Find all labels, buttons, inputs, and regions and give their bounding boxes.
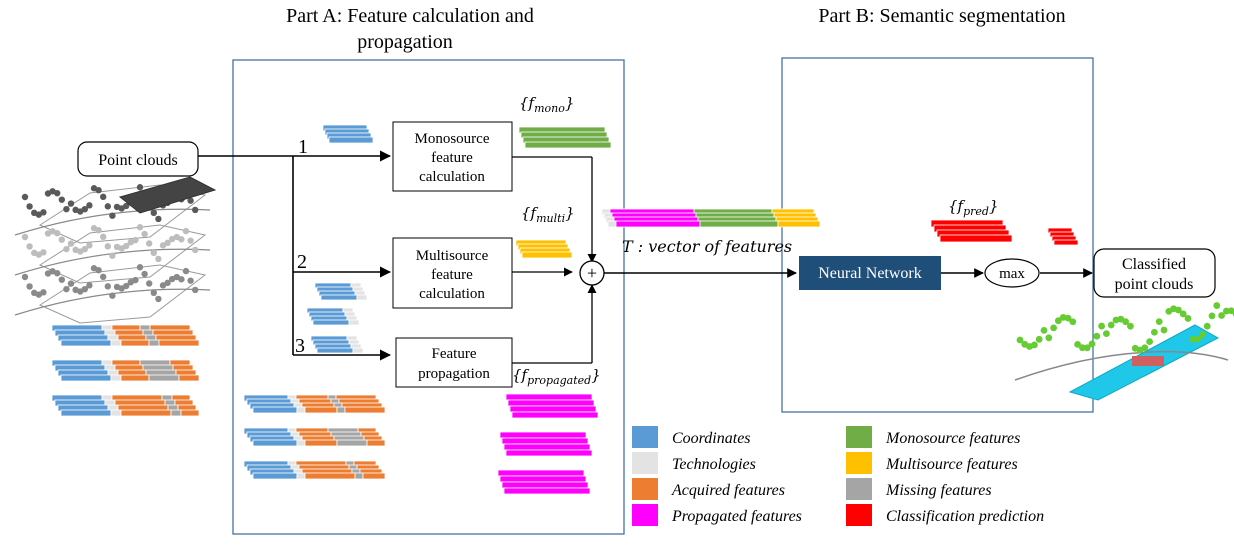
- multisource-calculation-box: [392, 237, 513, 309]
- legend-item: Multisource features: [846, 452, 1018, 474]
- monosource-calculation-box: [392, 121, 513, 192]
- part-a-title-line2: propagation: [357, 31, 453, 53]
- propagated-stack-2: [499, 431, 593, 457]
- coord-stack-branch-3: [310, 335, 364, 354]
- concatenated-feature-vector: [601, 208, 821, 228]
- mono-label-1: Monosource: [415, 131, 490, 147]
- legend-item: Missing features: [846, 478, 992, 500]
- coord-stack-branch-1: [322, 124, 374, 144]
- f-pred-label: {fpred}: [948, 197, 999, 218]
- sum-inputs: [512, 156, 597, 364]
- coord-stack-branch-2b: [306, 307, 360, 326]
- multi-label-3: calculation: [419, 286, 485, 302]
- max-node: [984, 258, 1040, 288]
- part-a-title-line1: Part A: Feature calculation and: [286, 5, 534, 27]
- legend-label: Classification prediction: [886, 508, 1044, 525]
- coord-stack-branch-2a: [314, 282, 368, 301]
- input-vector-stack-1: [51, 324, 200, 347]
- mono-label-3: calculation: [419, 169, 485, 185]
- legend-item: Acquired features: [632, 478, 785, 500]
- part-b-frame: [781, 57, 1094, 413]
- feature-bar-stacks: [51, 124, 1079, 495]
- propagated-stack-1: [505, 393, 599, 419]
- propagated-stack-3: [497, 469, 591, 495]
- branch-number-1: 1: [298, 136, 308, 158]
- input-point-cloud-illustration: [14, 176, 217, 324]
- legend-swatch: [632, 426, 658, 448]
- f-propagated-label: {fpropagated}: [512, 366, 601, 387]
- partial-vector-stack-2: [243, 427, 386, 447]
- classified-label-1: Classified: [1122, 256, 1186, 273]
- prediction-stack-small: [1047, 227, 1079, 246]
- vector-of-features-label: T : vector of features: [622, 237, 792, 256]
- classified-point-clouds-node: [1093, 248, 1216, 298]
- legend-item: Propagated features: [632, 504, 802, 526]
- legend-swatch: [846, 478, 872, 500]
- multi-feature-stack: [515, 239, 573, 259]
- branch-number-2: 2: [297, 251, 307, 273]
- prop-label-1: Feature: [432, 346, 477, 362]
- legend-item: Coordinates: [632, 426, 751, 448]
- legend-label: Missing features: [885, 482, 992, 499]
- legend-label: Monosource features: [885, 430, 1020, 447]
- legend-item: Classification prediction: [846, 504, 1044, 526]
- point-clouds-label: Point clouds: [98, 152, 178, 169]
- legend-item: Technologies: [632, 452, 756, 474]
- legend-label: Acquired features: [671, 482, 785, 499]
- classified-point-cloud-illustration: [1014, 302, 1234, 401]
- legend-swatch: [632, 478, 658, 500]
- classified-label-2: point clouds: [1115, 276, 1194, 293]
- neural-network-label: Neural Network: [818, 265, 922, 282]
- max-label: max: [999, 266, 1025, 282]
- f-multi-label: {fmulti}: [521, 204, 575, 225]
- neural-network-box: [799, 256, 941, 290]
- part-b-title: Part B: Semantic segmentation: [818, 5, 1065, 27]
- legend-swatch: [846, 504, 872, 526]
- mono-feature-stack: [518, 126, 612, 149]
- mono-label-2: feature: [431, 150, 473, 166]
- multi-label-2: feature: [431, 267, 473, 283]
- part-a-frame: [232, 59, 625, 535]
- f-mono-label: {fmono}: [519, 94, 574, 115]
- legend-swatch: [632, 504, 658, 526]
- branch-lines: [198, 150, 392, 361]
- branch-number-3: 3: [295, 335, 305, 357]
- prop-label-2: propagation: [418, 366, 490, 382]
- point-clouds-node: [77, 141, 199, 177]
- input-vector-stack-2: [51, 359, 200, 382]
- legend-label: Coordinates: [672, 430, 751, 447]
- legend-label: Technologies: [672, 456, 756, 473]
- multi-label-1: Multisource: [416, 248, 489, 264]
- legend-label: Multisource features: [885, 456, 1018, 473]
- legend-label: Propagated features: [671, 508, 802, 525]
- sum-symbol: +: [587, 263, 597, 283]
- partial-vector-stack-3: [243, 460, 386, 480]
- prediction-stack-large: [930, 219, 1013, 243]
- legend-swatch: [632, 452, 658, 474]
- input-vector-stack-3: [51, 394, 200, 417]
- legend-swatch: [846, 452, 872, 474]
- partial-vector-stack-1: [243, 394, 386, 414]
- legend-item: Monosource features: [846, 426, 1020, 448]
- legend-swatch: [846, 426, 872, 448]
